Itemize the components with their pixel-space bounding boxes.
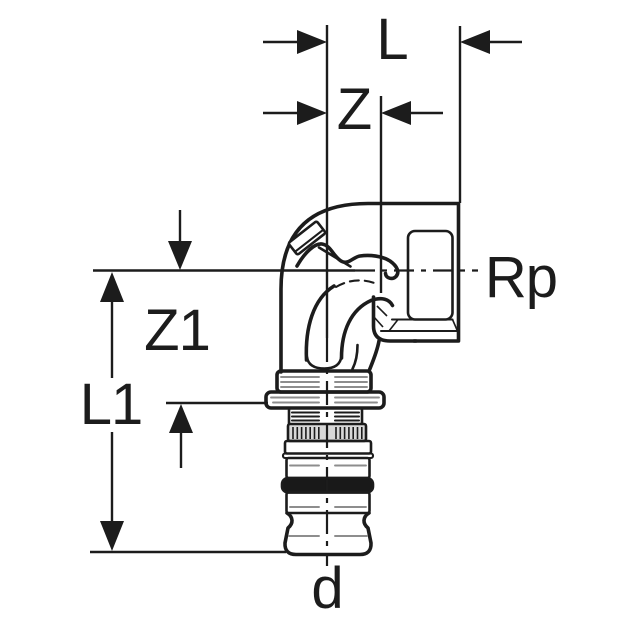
tab-strut [317, 246, 352, 268]
dim-Z1-bottom-arrow [169, 404, 193, 433]
dim-L [263, 30, 522, 54]
female-thread-socket [373, 229, 459, 333]
bore-outlet-u [305, 354, 343, 370]
socket-chamfer-right [451, 319, 459, 332]
dim-label-L: L [376, 7, 408, 72]
mouth-chamfer-1 [376, 305, 388, 317]
tab-outline [287, 220, 327, 256]
dim-label-Rp: Rp [484, 245, 558, 310]
dim-Z1-top-arrow [168, 241, 192, 270]
dim-Z-left-arrow [297, 101, 327, 125]
hidden-edge-dashed [334, 279, 379, 289]
dim-L1 [100, 272, 124, 551]
press-connection-stack [264, 369, 386, 557]
dim-L1-top-arrow [100, 272, 124, 302]
dim-L1-bottom-arrow [100, 521, 124, 551]
union-collar-lower [264, 390, 386, 410]
marking-tab [287, 220, 327, 256]
thread-pocket [406, 229, 454, 321]
socket-mouth [371, 295, 418, 343]
bend-contour-left [304, 284, 336, 362]
dim-label-L1: L1 [79, 372, 144, 437]
bore-upper-curve [295, 242, 400, 281]
tab-inner-line [294, 229, 324, 253]
mouth-chamfer-2 [373, 316, 384, 328]
elbow-inner-flank [351, 343, 359, 371]
knurl-ticks [292, 427, 363, 439]
dim-Z1 [168, 210, 193, 468]
thread-rib-lines [290, 411, 361, 422]
elbow-right-flank [367, 339, 381, 373]
bend-contour-right [339, 296, 395, 360]
dim-label-d: d [311, 556, 343, 621]
socket-chamfer-left [388, 319, 399, 332]
collar-upper-striations [280, 376, 368, 388]
dim-Z-right-arrow [381, 101, 411, 125]
dim-L-left-arrow [297, 30, 327, 54]
dim-label-Z: Z [336, 77, 372, 142]
elbow-outer-outline [279, 201, 461, 374]
elbow-body [279, 201, 461, 374]
collar-lower-striations [270, 396, 380, 404]
extension-lines [90, 25, 462, 554]
dim-Z [263, 101, 443, 125]
centerlines [93, 269, 478, 566]
dim-label-Z1: Z1 [144, 298, 211, 363]
dim-L-right-arrow [460, 30, 490, 54]
